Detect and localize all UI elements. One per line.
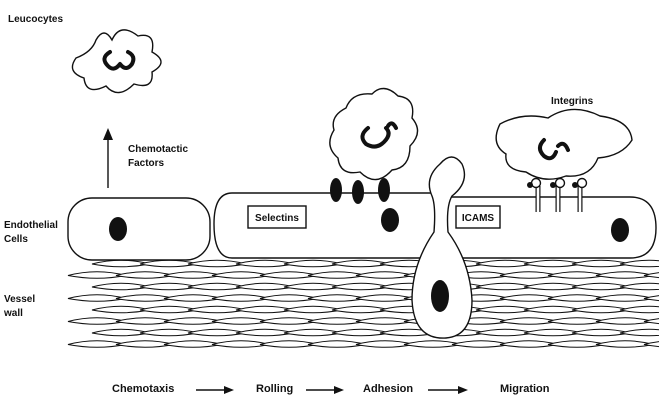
selectins-label: Selectins: [255, 213, 299, 224]
leucocyte-adhesion: [496, 109, 632, 179]
endothelial-cell-1: [68, 198, 210, 260]
step-adhesion: Adhesion: [363, 383, 413, 395]
endothelial-label-line2: Cells: [4, 234, 28, 245]
vessel-label-line1: Vessel: [4, 294, 35, 305]
step-arrow-3: [428, 386, 468, 394]
vessel-wall-fibers: [68, 260, 659, 347]
leucocyte-rolling: [330, 88, 418, 179]
leucocytes-label: Leucocytes: [8, 14, 63, 25]
endothelial-label-line1: Endothelial: [4, 220, 58, 231]
step-rolling: Rolling: [256, 383, 293, 395]
chemotactic-label-line1: Chemotactic: [128, 144, 188, 155]
chemotactic-label-line2: Factors: [128, 158, 165, 169]
vessel-fiber: [620, 306, 659, 313]
leucocyte-chemotaxis: [72, 30, 161, 93]
chemotaxis-arrowhead: [103, 128, 113, 140]
step-migration: Migration: [500, 383, 550, 395]
integrin-icam-bonds: [527, 179, 587, 213]
vessel-fiber: [620, 329, 659, 336]
step-arrow-1: [196, 386, 234, 394]
selectin-molecules: [330, 178, 390, 204]
integrins-label: Integrins: [551, 96, 594, 107]
vessel-fiber: [620, 260, 659, 267]
step-chemotaxis: Chemotaxis: [112, 383, 174, 395]
icams-label: ICAMS: [462, 213, 495, 224]
vessel-fiber: [620, 283, 659, 290]
vessel-label-line2: wall: [3, 308, 23, 319]
step-arrow-2: [306, 386, 344, 394]
